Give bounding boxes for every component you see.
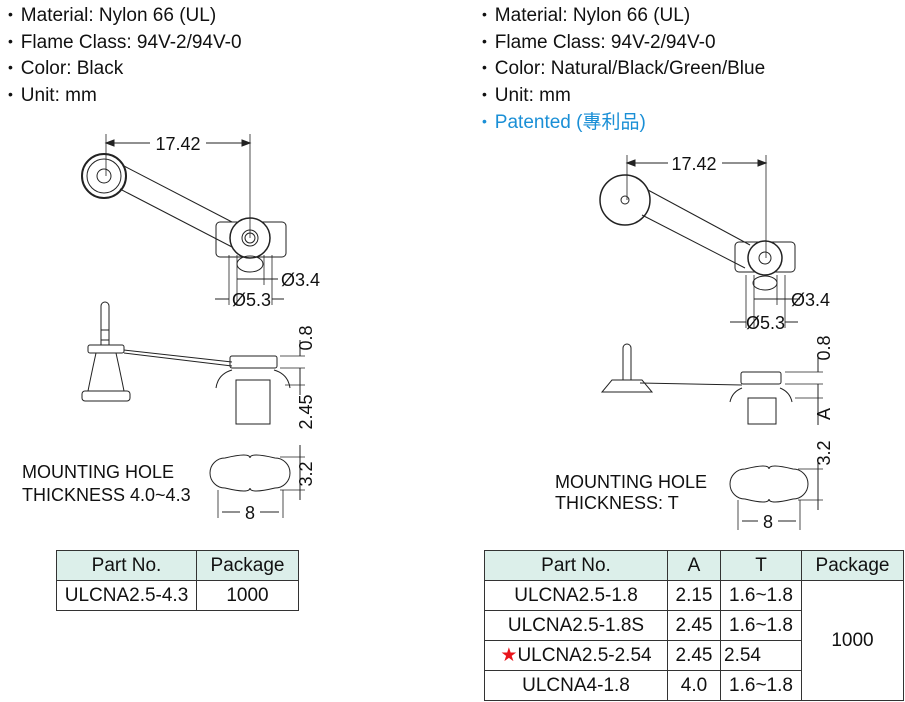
cell-part-no: ULCNA2.5-1.8 <box>484 580 668 611</box>
left-dim-length: 17.42 <box>155 134 200 154</box>
cell-a: 2.45 <box>667 640 721 671</box>
right-dim-outer-diameter: Ø5.3 <box>746 313 785 333</box>
star-icon: ★ <box>500 645 518 666</box>
left-mounting-hole-drawing <box>209 445 305 518</box>
header-package: Package <box>801 550 904 581</box>
right-dim-hole-width: 8 <box>763 512 773 532</box>
header-t: T <box>720 550 802 581</box>
left-mounting-hole-label: MOUNTING HOLE <box>22 462 175 482</box>
left-dim-outer-diameter: Ø5.3 <box>232 290 271 310</box>
cell-t: 1.6~1.8 <box>720 580 802 611</box>
left-dim-hole-height: 3.2 <box>296 461 316 486</box>
right-top-view-drawing <box>599 155 800 328</box>
cell-part-no: ★ULCNA2.5-2.54 <box>484 640 668 671</box>
left-dim-inner-diameter: Ø3.4 <box>281 270 320 290</box>
right-spec-list: Material: Nylon 66 (UL) Flame Class: 94V… <box>482 2 765 136</box>
spec-color: Color: Natural/Black/Green/Blue <box>482 55 765 82</box>
left-dim-hole-width: 8 <box>245 503 255 523</box>
spec-unit: Unit: mm <box>8 82 242 109</box>
table-row: ULCNA2.5-1.8 2.15 1.6~1.8 1000 <box>484 580 904 701</box>
right-mounting-hole-drawing <box>729 460 823 530</box>
cell-a: 4.0 <box>667 670 721 701</box>
right-thickness-label: THICKNESS: T <box>555 493 679 513</box>
left-spec-list: Material: Nylon 66 (UL) Flame Class: 94V… <box>8 2 242 109</box>
spec-color: Color: Black <box>8 55 242 82</box>
cell-a: 2.15 <box>667 580 721 611</box>
left-part-table: Part No. Package ULCNA2.5-4.3 1000 <box>56 550 299 611</box>
cell-t: 1.6~1.8 <box>720 670 802 701</box>
cell-t: 1.6~1.8 <box>720 610 802 641</box>
right-dim-top-height: 0.8 <box>814 335 834 360</box>
spec-unit: Unit: mm <box>482 82 765 109</box>
header-part-no: Part No. <box>56 550 197 581</box>
table-row: ★ULCNA2.5-2.54 2.45 2.54 <box>484 640 904 671</box>
table-row: ULCNA2.5-4.3 1000 <box>56 580 299 611</box>
right-dim-length: 17.42 <box>671 154 716 174</box>
right-dim-hole-height: 3.2 <box>814 440 834 465</box>
spec-flame-class: Flame Class: 94V-2/94V-0 <box>8 29 242 56</box>
right-side-view-drawing <box>600 343 823 425</box>
left-side-view-drawing <box>81 301 305 425</box>
right-dim-inner-diameter: Ø3.4 <box>791 290 830 310</box>
left-dim-body-height: 2.45 <box>296 394 316 429</box>
header-package: Package <box>196 550 299 581</box>
spec-material: Material: Nylon 66 (UL) <box>8 2 242 29</box>
cell-a: 2.45 <box>667 610 721 641</box>
cell-part-no: ULCNA2.5-4.3 <box>56 580 197 611</box>
spec-flame-class: Flame Class: 94V-2/94V-0 <box>482 29 765 56</box>
right-mounting-hole-label: MOUNTING HOLE <box>555 472 708 492</box>
spec-material: Material: Nylon 66 (UL) <box>482 2 765 29</box>
cell-part-no: ULCNA4-1.8 <box>484 670 668 701</box>
cell-part-no: ULCNA2.5-1.8S <box>484 610 668 641</box>
cell-package: 1000 <box>196 580 299 611</box>
header-part-no: Part No. <box>484 550 668 581</box>
cell-package: 1000 <box>801 580 904 701</box>
table-row: ULCNA4-1.8 4.0 1.6~1.8 <box>484 670 904 701</box>
cell-t: 2.54 <box>720 640 802 671</box>
left-dim-top-height: 0.8 <box>296 325 316 350</box>
right-dim-body-height: A <box>814 408 834 420</box>
spec-patented: Patented (專利品) <box>482 109 765 136</box>
part-no-text: ULCNA2.5-2.54 <box>517 645 652 666</box>
left-top-view-drawing <box>81 134 287 305</box>
right-part-table: Part No. A T Package ULCNA2.5-1.8 2.15 1… <box>484 550 904 701</box>
header-a: A <box>667 550 721 581</box>
left-thickness-label: THICKNESS 4.0~4.3 <box>22 485 191 505</box>
